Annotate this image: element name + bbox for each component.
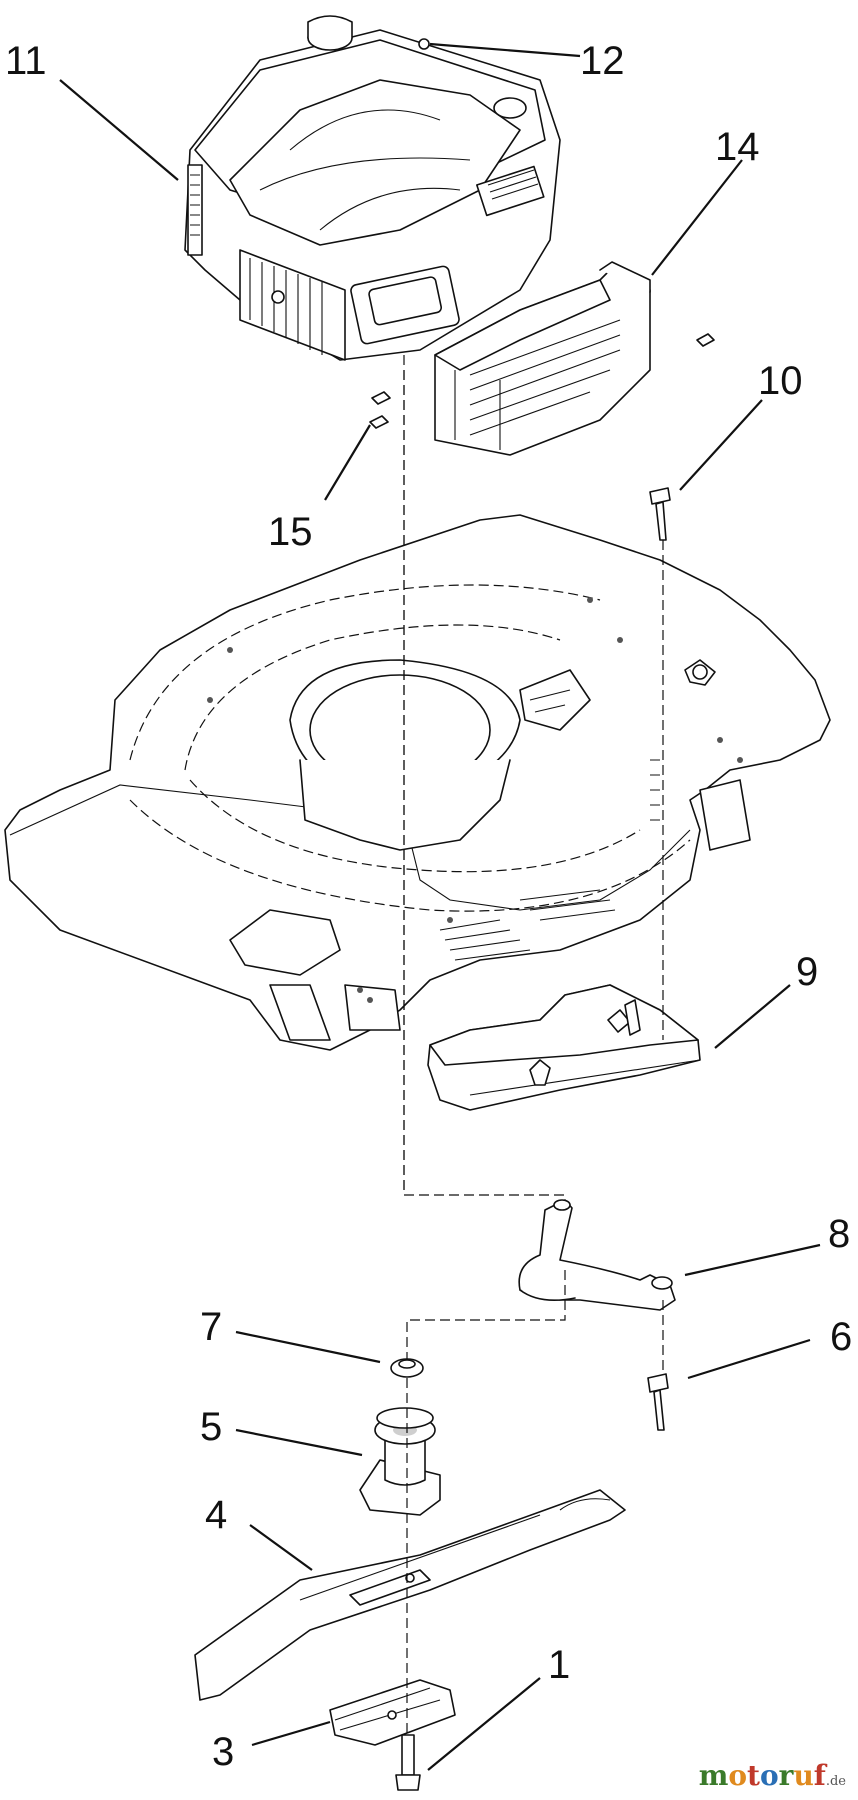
callout-11: 11 (5, 39, 47, 83)
rear-baffle (427, 984, 701, 1111)
leader-lines (59, 42, 821, 1771)
alignment-lines (403, 355, 664, 1735)
watermark-letter: t (747, 1759, 760, 1792)
callout-15: 15 (268, 510, 313, 554)
callout-14: 14 (715, 125, 760, 169)
watermark-suffix: .de (825, 1774, 846, 1789)
watermark-letter: u (793, 1759, 814, 1792)
blade-bracket (518, 1199, 676, 1311)
adapter-5 (359, 1407, 441, 1516)
mower-deck (4, 514, 831, 1051)
watermark-letter: r (778, 1759, 794, 1792)
watermark-text: motoruf (699, 1759, 826, 1792)
bolt-12 (418, 38, 430, 50)
callout-5: 5 (200, 1405, 222, 1449)
callout-9: 9 (796, 950, 818, 994)
blade-4 (194, 1489, 626, 1701)
bolt-1 (395, 1734, 421, 1791)
bolt-6 (647, 1373, 669, 1431)
callout-10: 10 (758, 359, 803, 403)
callout-3: 3 (212, 1730, 234, 1774)
watermark-letter: m (698, 1759, 729, 1792)
watermark-letter: o (728, 1759, 748, 1792)
watermark-letter: f (813, 1759, 826, 1792)
baffle (369, 261, 715, 456)
watermark-logo: motoruf.de (699, 1759, 846, 1792)
callout-8: 8 (828, 1212, 850, 1256)
watermark-letter: o (759, 1759, 779, 1792)
callout-7: 7 (200, 1305, 222, 1349)
callout-6: 6 (830, 1315, 852, 1359)
washer-7 (390, 1358, 424, 1378)
callout-labels: 11 12 14 10 15 9 8 7 6 5 4 1 3 (5, 39, 852, 1774)
mounting-plate-3 (329, 1679, 456, 1746)
engine (184, 15, 561, 361)
callout-12: 12 (580, 39, 625, 83)
bolt-10 (649, 487, 671, 541)
callout-1: 1 (548, 1643, 570, 1687)
callout-4: 4 (205, 1493, 227, 1537)
